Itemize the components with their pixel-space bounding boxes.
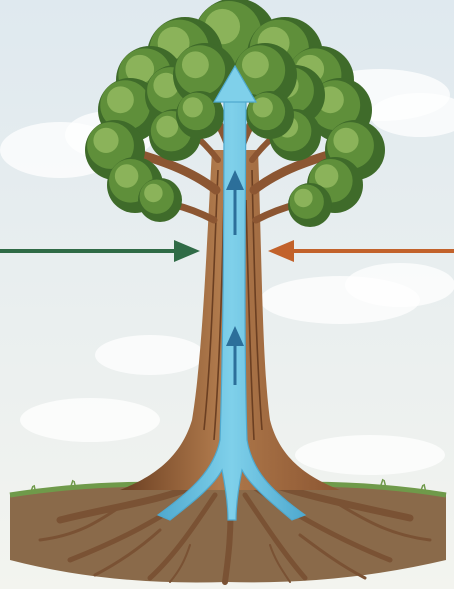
foliage-cluster xyxy=(138,178,182,222)
foliage-cluster xyxy=(288,183,332,227)
